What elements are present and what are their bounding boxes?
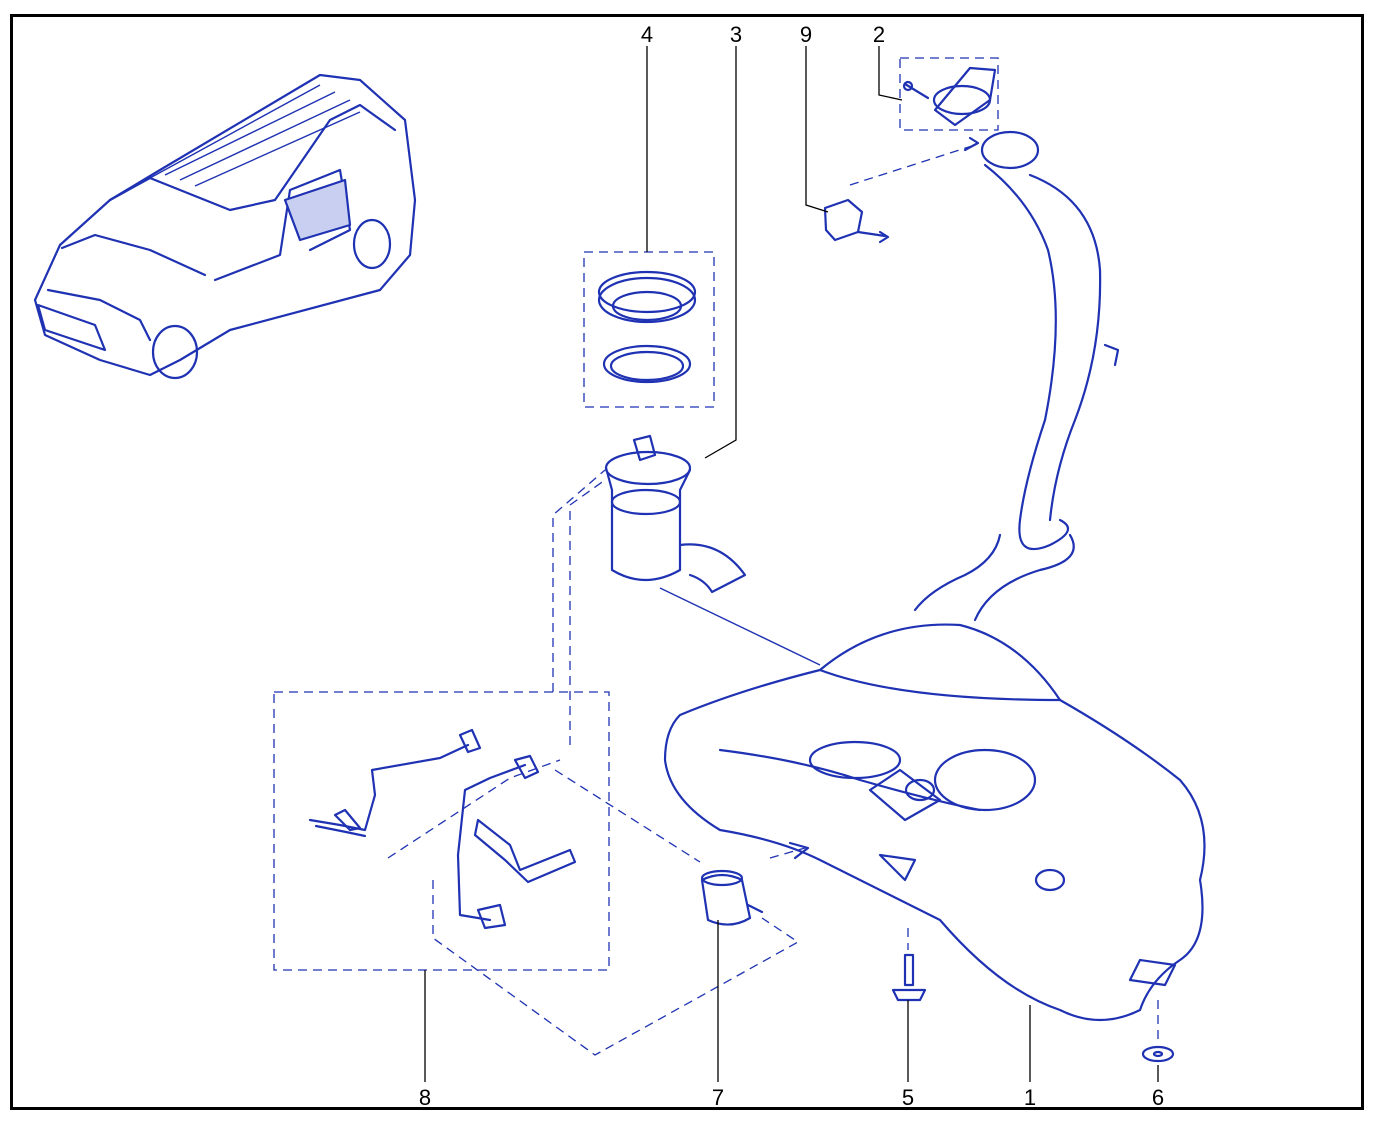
callout-9: 9: [800, 22, 812, 47]
fuel-pump-module: [604, 434, 821, 666]
seal-ring: [602, 344, 692, 384]
callout-1: 1: [1024, 1085, 1036, 1110]
fuel-line-assembly: [273, 469, 800, 1056]
callout-6: 6: [1152, 1085, 1164, 1110]
lock-ring: [597, 270, 697, 314]
lock-ring-assembly: [583, 251, 715, 408]
callout-4: 4: [641, 22, 653, 47]
filler-neck: [913, 130, 1120, 622]
leader-lines: [424, 46, 1159, 1082]
fuel-tank: [663, 623, 1206, 1022]
callout-2: 2: [873, 22, 885, 47]
callout-7: 7: [712, 1085, 724, 1110]
washer: [1141, 1000, 1175, 1063]
lock-ring-group-box: [583, 251, 715, 408]
mounting-bolt: [891, 928, 927, 1002]
callout-8: 8: [419, 1085, 431, 1110]
fuel-filter: [700, 841, 810, 926]
filler-cap-assembly: [849, 57, 999, 186]
fuel-line-group-box: [273, 691, 610, 971]
callout-3: 3: [730, 22, 742, 47]
callout-5: 5: [902, 1085, 914, 1110]
diagram-frame: [10, 14, 1364, 1110]
filler-cap-group-box: [899, 57, 999, 131]
vent-valve: [823, 198, 890, 244]
vehicle-illustration: [33, 73, 417, 380]
